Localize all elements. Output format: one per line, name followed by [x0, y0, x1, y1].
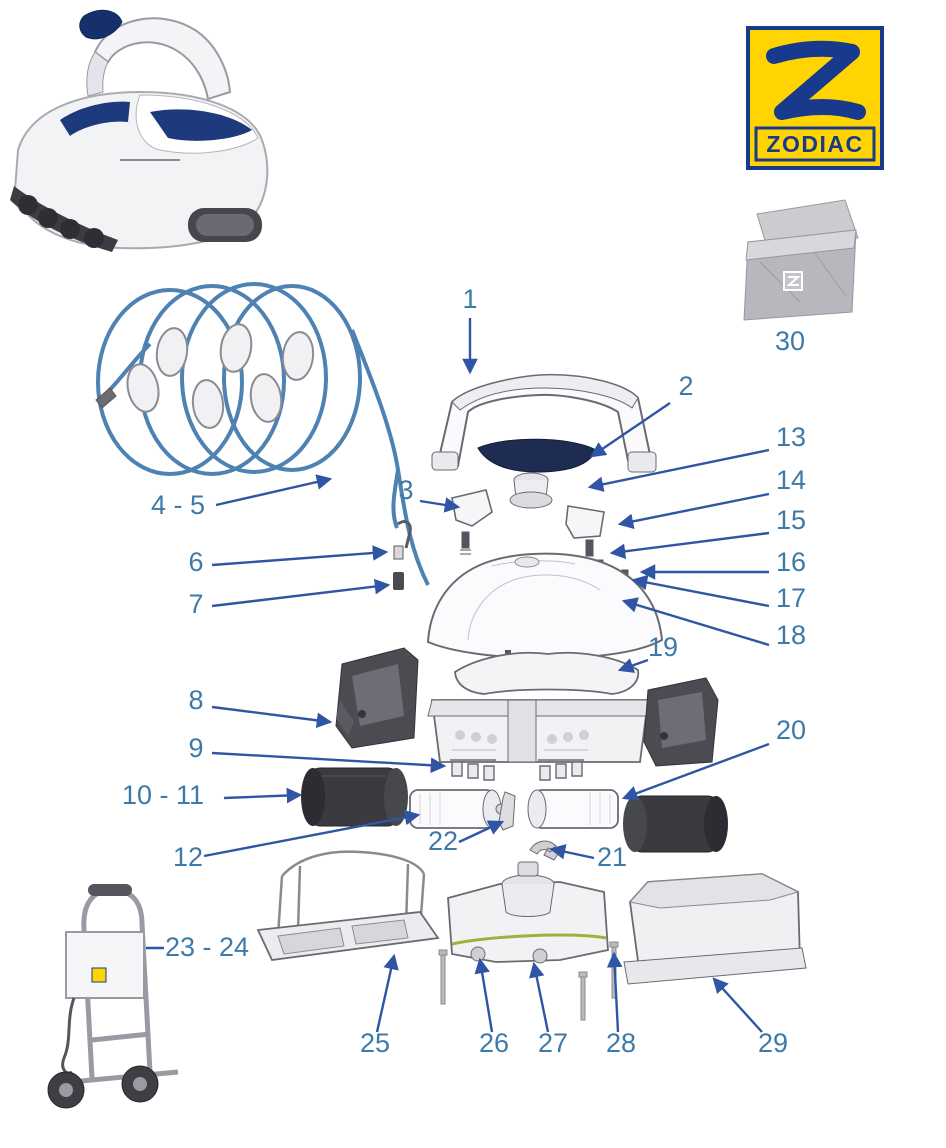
callout-arrow-9: [211, 751, 447, 774]
right-roller: [623, 795, 728, 853]
filter-latch: [498, 791, 516, 831]
valve-pegs: [450, 759, 584, 781]
handle-cover-dark: [477, 438, 597, 473]
callout-label-12: 12: [173, 842, 203, 872]
callout-arrow-26: [474, 957, 494, 1033]
zodiac-z-icon: [766, 40, 866, 120]
callout-label-17: 17: [776, 583, 806, 613]
callout-label-21: 21: [597, 842, 627, 872]
callout-arrow-27: [529, 961, 550, 1033]
callout-labels: 1 2 3 4 - 5 6 7 8 9 10 - 11 12 13 14 15 …: [122, 284, 806, 1058]
callout-label-13: 13: [776, 422, 806, 452]
callout-arrow-28: [606, 951, 623, 1033]
callout-arrow-3: [419, 497, 461, 513]
callout-arrow-14: [617, 492, 770, 530]
right-filter: [527, 789, 619, 829]
robot-product-photo: [10, 9, 269, 252]
callout-label-22: 22: [428, 826, 458, 856]
callout-arrow-12: [203, 809, 421, 858]
callout-arrow-29: [712, 977, 763, 1033]
callout-label-18: 18: [776, 620, 806, 650]
callout-label-16: 16: [776, 547, 806, 577]
callout-arrow-25: [375, 953, 399, 1033]
rear-cover: [623, 873, 807, 985]
storage-bag: [743, 199, 859, 321]
cable-hook-parts: [393, 520, 412, 590]
callout-arrow-13: [587, 448, 770, 492]
gasket-line: [451, 933, 607, 946]
top-plate: [454, 651, 640, 695]
zodiac-logo: ZODIAC: [746, 26, 884, 170]
callout-label-27: 27: [538, 1028, 568, 1058]
callout-label-6: 6: [188, 547, 203, 577]
callout-label-19: 19: [648, 632, 678, 662]
caddy: [47, 884, 179, 1109]
callout-arrow-7: [211, 578, 391, 608]
base-plate: [256, 911, 440, 961]
left-roller: [301, 767, 408, 827]
callout-label-4-5: 4 - 5: [151, 490, 205, 520]
callout-arrow-10-11: [223, 787, 303, 804]
cable-floats: [126, 323, 315, 429]
callout-label-20: 20: [776, 715, 806, 745]
callout-arrow-19: [617, 658, 649, 673]
callout-arrows: [146, 318, 770, 1033]
callout-arrow-17: [631, 574, 770, 608]
callout-label-26: 26: [479, 1028, 509, 1058]
callout-label-29: 29: [758, 1028, 788, 1058]
callout-label-10-11: 10 - 11: [122, 780, 204, 810]
callout-label-7: 7: [188, 589, 203, 619]
callout-arrow-2: [590, 402, 671, 458]
frame-basket: [276, 850, 426, 937]
callout-arrow-4-5: [215, 474, 333, 507]
callout-label-3: 3: [398, 475, 413, 505]
callout-label-14: 14: [776, 465, 806, 495]
callout-arrow-21: [549, 844, 595, 860]
callout-label-8: 8: [188, 685, 203, 715]
callout-arrow-6: [211, 545, 389, 567]
callout-label-15: 15: [776, 505, 806, 535]
callout-label-30: 30: [775, 326, 805, 356]
handle-brackets: [451, 489, 605, 539]
caddy-logo-badge: [91, 967, 107, 983]
callout-label-25: 25: [360, 1028, 390, 1058]
callout-label-28: 28: [606, 1028, 636, 1058]
left-side-panel: [335, 647, 419, 749]
callout-arrow-22: [458, 820, 505, 844]
callout-label-1: 1: [462, 284, 477, 314]
callout-arrow-15: [609, 531, 770, 560]
callout-label-2: 2: [678, 371, 693, 401]
callout-arrow-18: [621, 597, 770, 647]
callout-label-9: 9: [188, 733, 203, 763]
chassis: [427, 699, 653, 763]
callout-arrow-20: [621, 742, 770, 801]
callout-label-23-24: 23 - 24: [165, 932, 249, 962]
handle-assembly: [431, 373, 657, 473]
right-side-panel: [643, 677, 719, 767]
impeller-cone: [509, 472, 553, 509]
bottom-body: [447, 861, 609, 964]
float-cable: [96, 282, 430, 586]
zodiac-logo-text: ZODIAC: [766, 131, 863, 157]
callout-arrow-8: [211, 705, 333, 729]
handle-blue-tip: [79, 9, 123, 40]
left-filter: [409, 789, 507, 829]
cable-connector: [95, 387, 117, 409]
